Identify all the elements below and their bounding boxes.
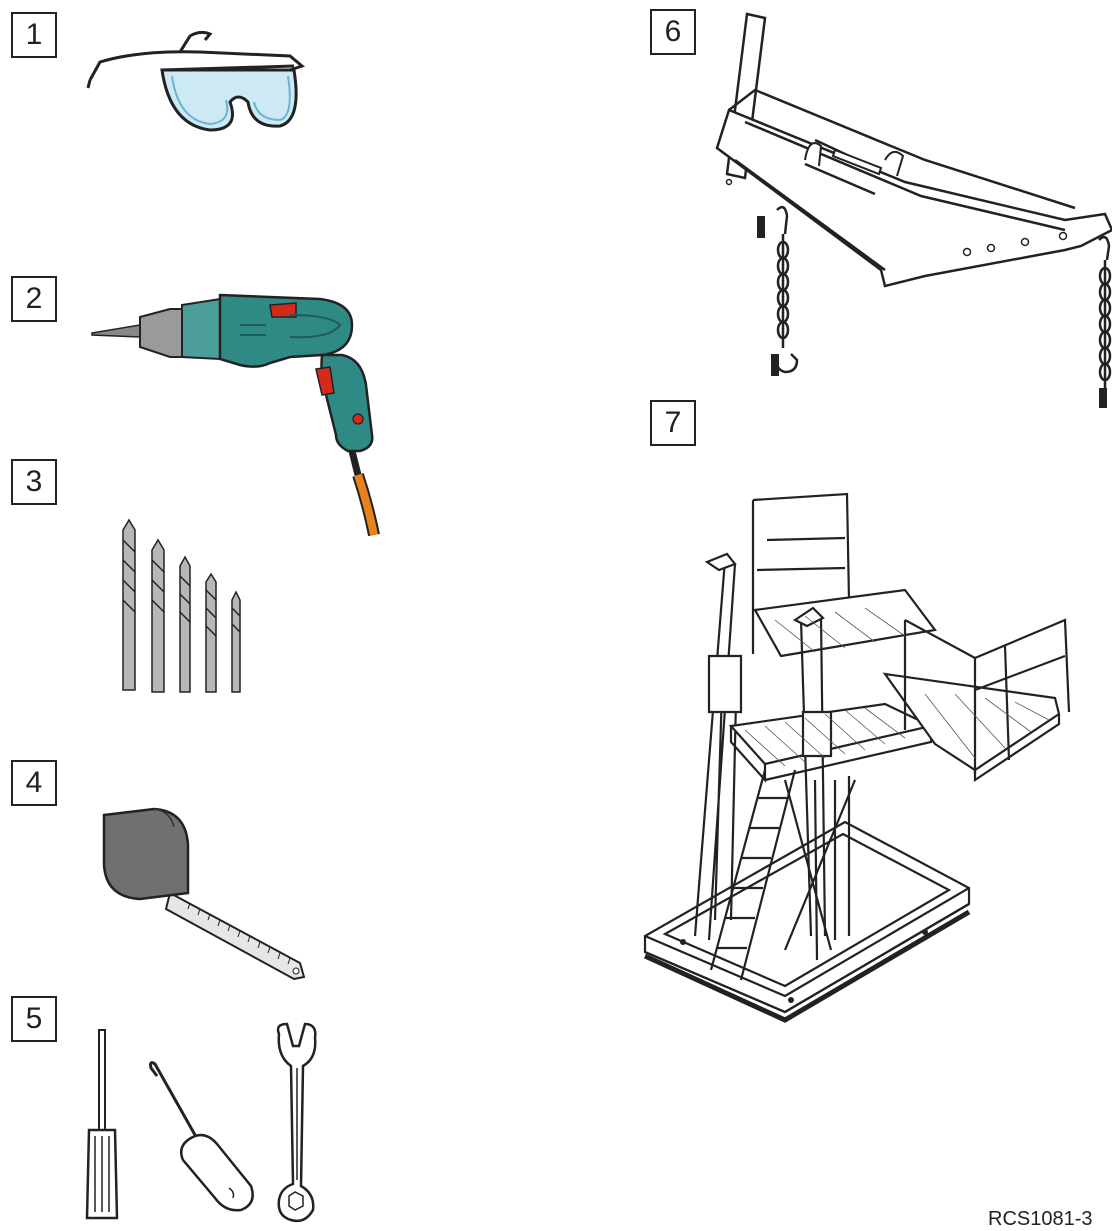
drill-bits-icon <box>115 520 250 700</box>
item-number-5: 5 <box>11 996 57 1042</box>
hand-tools-icon <box>65 1020 325 1225</box>
item-number-3: 3 <box>11 459 57 505</box>
tape-measure-icon <box>100 805 310 985</box>
lifting-beam-icon <box>705 10 1112 410</box>
safety-glasses-icon <box>80 30 310 140</box>
item-number-2: 2 <box>11 276 57 322</box>
item-number-1: 1 <box>11 12 57 58</box>
power-drill-icon <box>90 295 390 540</box>
item-number-4: 4 <box>11 760 57 806</box>
figure-code: RCS1081-3 <box>988 1208 1093 1231</box>
item-number-7: 7 <box>650 400 696 446</box>
work-platform-icon <box>635 480 1075 1025</box>
item-number-6: 6 <box>650 9 696 55</box>
